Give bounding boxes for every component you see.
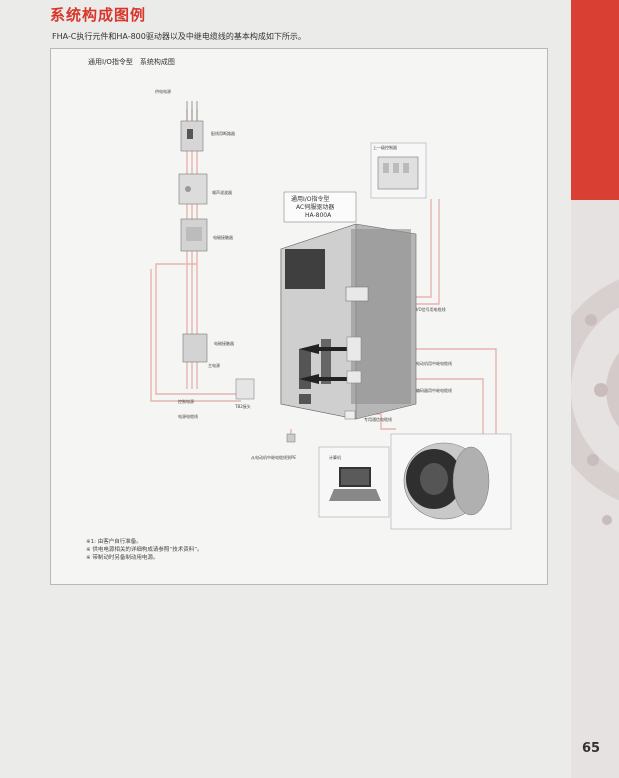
- comm-connector-icon: [344, 410, 356, 420]
- controller-label-line1: 通用I/O指令型: [291, 195, 330, 203]
- label-noise-filter: 噪声滤波器: [212, 189, 232, 195]
- note-3: ※ 带制动时另备制动用电源。: [86, 555, 159, 561]
- label-encoder-relay-cable: 编码器用中继电缆线: [416, 387, 452, 393]
- motor-connector-icon: [346, 336, 362, 362]
- electromagnetic-contactor-icon: [180, 218, 208, 252]
- note-2: ※ 供电电源相关的详细构成请参照“技术资料”。: [86, 547, 203, 553]
- controller-label-box: [283, 191, 357, 223]
- controller-label-line2: AC伺服驱动器: [296, 203, 334, 211]
- page-title: 系统构成图例: [50, 6, 147, 24]
- controller-label-line3: HA-800A: [305, 212, 332, 219]
- power-supply-icon: [186, 101, 198, 121]
- system-diagram-frame: 通用I/O指令型 系统构成图 供电电源 配线用断路器: [50, 48, 548, 585]
- ground-icon: [286, 433, 296, 443]
- breaker-icon: [180, 120, 204, 152]
- label-comm-cable: 专用通信电缆线: [364, 416, 392, 422]
- label-power-supply: 供电电源: [155, 88, 171, 94]
- tb2-connector-icon: [235, 378, 255, 400]
- relay-icon: [182, 333, 208, 363]
- chapter-tab: [571, 0, 619, 200]
- label-host-controller: 上一级控制器: [373, 144, 397, 150]
- label-tb2-connector: TB2接头: [234, 403, 251, 409]
- note-1: ※1: 由客户自行准备。: [86, 539, 142, 545]
- io-connector-icon: [345, 286, 369, 302]
- gear-decoration-icon: [571, 279, 619, 525]
- actuator-icon: [403, 442, 490, 520]
- label-ground-cable: 从电动机中继电缆线到PE: [251, 454, 296, 460]
- label-breaker: 配线用断路器: [211, 130, 235, 136]
- label-computer: 计算机: [329, 454, 341, 460]
- label-electromagnetic-contactor: 电磁接触器: [213, 234, 233, 240]
- laptop-icon: [329, 467, 381, 501]
- noise-filter-icon: [178, 173, 208, 205]
- decorative-gear-strip: [571, 200, 619, 778]
- system-diagram: 供电电源 配线用断路器 噪声滤波器 电磁接触器 电磁接触器 主电源 控制电源 电…: [150, 88, 512, 530]
- label-power-cable: 电源电缆线: [178, 413, 198, 419]
- label-electromagnetic-contactor-2: 电磁接触器: [214, 340, 234, 346]
- page-number: 65: [582, 741, 601, 756]
- plc-icon: [377, 156, 419, 190]
- connection-arrows: [299, 344, 347, 384]
- servo-driver-icon: [280, 223, 417, 420]
- label-main-power: 主电源: [208, 362, 220, 368]
- diagram-title: 通用I/O指令型 系统构成图: [88, 58, 175, 66]
- label-motor-relay-cable: 电动机用中继电缆线: [416, 360, 452, 366]
- intro-text: FHA-C执行元件和HA-800驱动器以及中继电缆线的基本构成如下所示。: [52, 32, 306, 41]
- label-control-power: 控制电源: [178, 398, 194, 404]
- label-io-cable: I/O信号用电缆线: [416, 306, 446, 312]
- encoder-connector-icon: [346, 370, 362, 384]
